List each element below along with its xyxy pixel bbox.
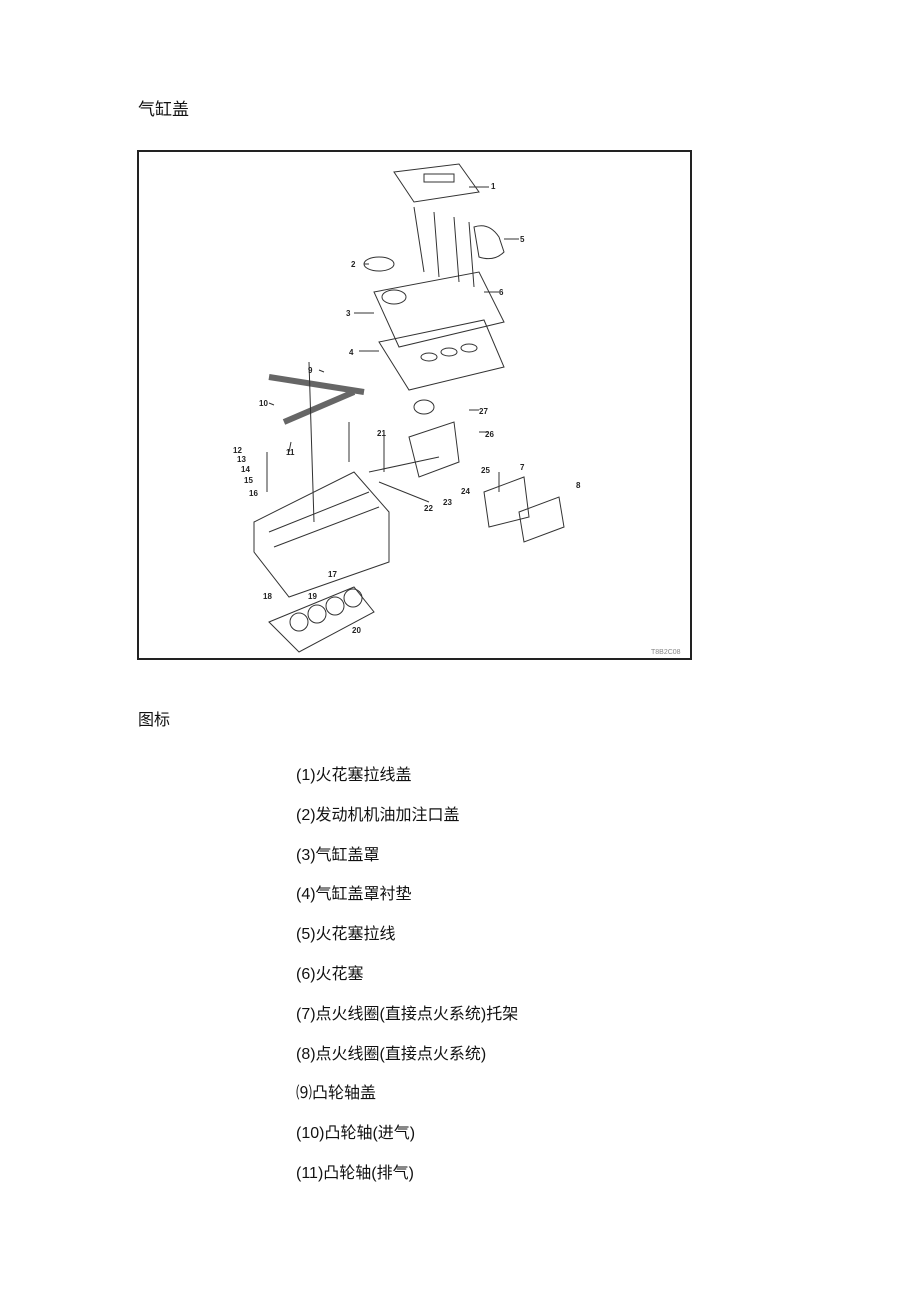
legend-item: (5)火花塞拉线 [296, 926, 396, 944]
callout-9: 9 [308, 366, 313, 375]
ignition-coil-bracket [483, 476, 530, 528]
legend-item: ⑼凸轮轴盖 [296, 1085, 377, 1103]
callout-14: 14 [241, 465, 250, 474]
legend-item: (2)发动机机油加注口盖 [296, 806, 460, 824]
callout-23: 23 [443, 498, 452, 507]
callout-8: 8 [576, 481, 581, 490]
callout-22: 22 [424, 504, 433, 513]
callout-16: 16 [249, 489, 258, 498]
legend-item: (10)凸轮轴(进气) [296, 1125, 416, 1143]
callout-2: 2 [351, 260, 356, 269]
callout-25: 25 [481, 466, 490, 475]
legend-item: (1)火花塞拉线盖 [296, 767, 412, 784]
camshafts [268, 374, 365, 425]
callout-10: 10 [259, 399, 268, 408]
cylinder-head-cover-gasket [378, 319, 505, 391]
legend-item: (6)火花塞 [296, 965, 364, 983]
cylinder-head-gasket [268, 586, 375, 653]
callout-12: 12 [233, 446, 242, 455]
section-heading: 气缸盖 [138, 100, 189, 119]
legend-item: (4)气缸盖罩衬垫 [296, 886, 412, 904]
exploded-diagram-cylinder-head: 1 2 3 4 5 6 7 8 9 10 11 12 13 14 15 16 1… [137, 150, 692, 660]
callout-7: 7 [520, 463, 525, 472]
legend-item: (11)凸轮轴(排气) [296, 1164, 414, 1182]
legend-item: (3)气缸盖罩 [296, 846, 380, 864]
callout-17: 17 [328, 570, 337, 579]
cylinder-head-cover [373, 271, 505, 348]
callout-15: 15 [244, 476, 253, 485]
callout-20: 20 [352, 626, 361, 635]
ignition-coil [518, 496, 565, 543]
callout-3: 3 [346, 309, 351, 318]
callout-24: 24 [461, 487, 470, 496]
callout-13: 13 [237, 455, 246, 464]
diagram-drawing: 1 2 3 4 5 6 7 8 9 10 11 12 13 14 15 16 1… [233, 163, 681, 656]
legend-item: (7)点火线圈(直接点火系统)托架 [296, 1005, 519, 1023]
legend-list: (1)火花塞拉线盖 (2)发动机机油加注口盖 (3)气缸盖罩 (4)气缸盖罩衬垫… [296, 766, 518, 1204]
callout-27: 27 [479, 407, 488, 416]
callout-11: 11 [286, 448, 295, 457]
callout-19: 19 [308, 592, 317, 601]
legend-item: (8)点火线圈(直接点火系统) [296, 1045, 487, 1063]
legend-title: 图标 [138, 712, 171, 729]
callout-4: 4 [349, 348, 354, 357]
callout-6: 6 [499, 288, 504, 297]
callout-26: 26 [485, 430, 494, 439]
callout-5: 5 [520, 235, 525, 244]
callout-18: 18 [263, 592, 272, 601]
callout-21: 21 [377, 429, 386, 438]
cylinder-head [253, 471, 390, 598]
callout-1: 1 [491, 182, 496, 191]
figure-code: T8B2C08 [651, 649, 681, 656]
spark-plug-wire-cover [393, 163, 480, 203]
callout-labels: 1 2 3 4 5 6 7 8 9 10 11 12 13 14 15 16 1… [233, 182, 581, 635]
